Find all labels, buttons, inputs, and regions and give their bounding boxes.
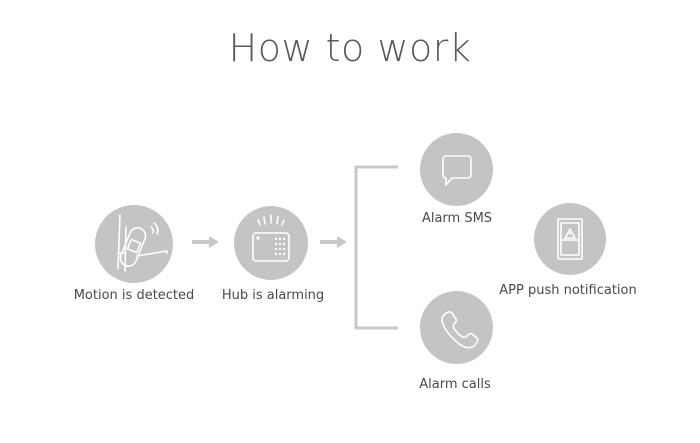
calls-step-label: Alarm calls: [419, 377, 491, 392]
sms-step-label: Alarm SMS: [421, 211, 493, 226]
arrow-right-icon: [192, 236, 219, 248]
hub-step-circle: [234, 206, 308, 280]
motion-sensor-icon: [117, 214, 168, 272]
motion-step-circle: [95, 205, 173, 283]
motion-step-label: Motion is detected: [73, 288, 195, 303]
app-step-circle: [534, 203, 606, 275]
chat-bubble-icon: [442, 155, 472, 186]
app-step-label: APP push notification: [499, 283, 637, 298]
branch-bracket: [354, 165, 398, 330]
phone-warning-icon: [557, 218, 583, 260]
phone-icon: [441, 311, 479, 349]
hub-alarm-icon: [252, 214, 290, 262]
calls-step-circle: [420, 291, 493, 364]
sms-step-circle: [420, 133, 493, 206]
hub-step-label: Hub is alarming: [221, 288, 325, 303]
page-title: How to work: [228, 26, 472, 70]
arrow-right-icon: [320, 236, 347, 248]
